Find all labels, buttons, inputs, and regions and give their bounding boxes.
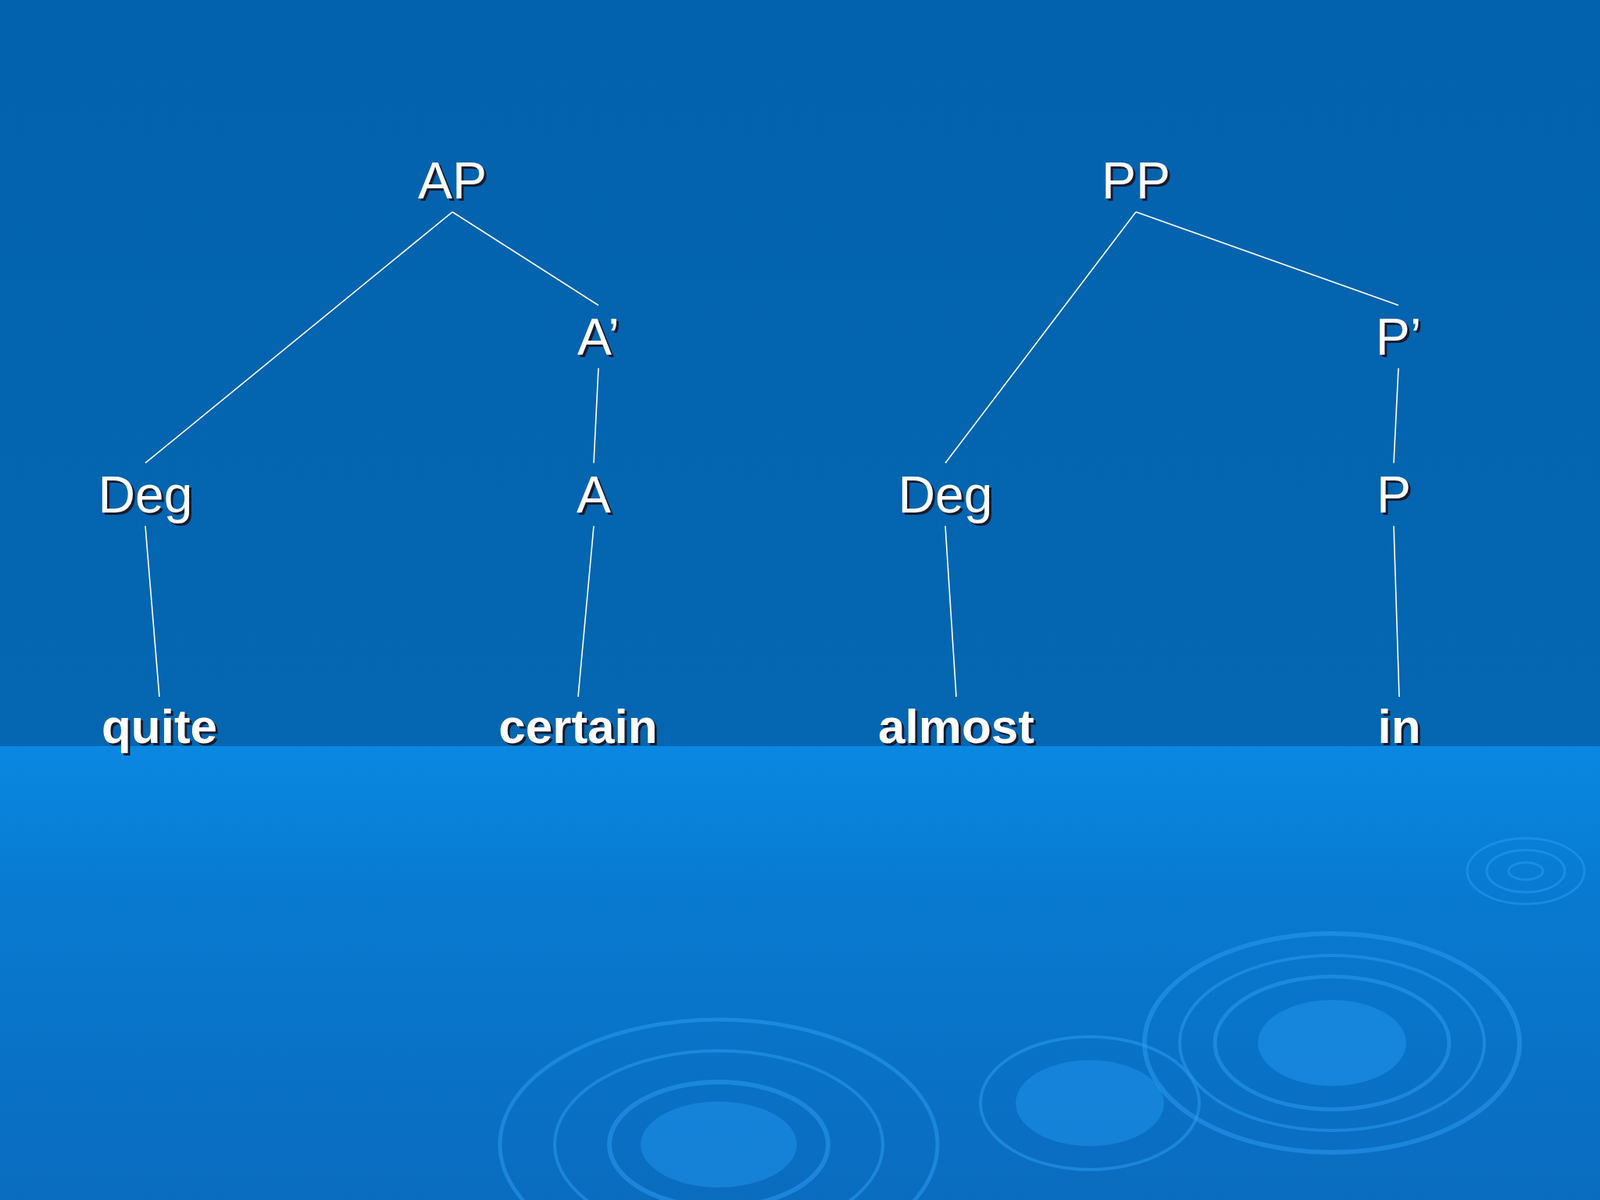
category-label: Deg <box>92 464 197 525</box>
lower-band <box>0 746 1600 1200</box>
terminal-word: certain <box>493 698 662 755</box>
word-text: quite <box>101 700 218 754</box>
node-label: Deg <box>897 466 993 524</box>
node-label: A’ <box>577 308 620 366</box>
tree-branch <box>945 211 1136 463</box>
category-label: Deg <box>892 464 997 525</box>
category-label: P’ <box>1371 307 1427 368</box>
category-label: AP <box>413 150 492 211</box>
node-label: A <box>576 466 611 524</box>
tree-branch <box>1393 367 1399 463</box>
terminal-word: in <box>1372 698 1425 755</box>
word-text: certain <box>498 700 658 754</box>
node-label: AP <box>417 152 487 210</box>
tree-branch <box>578 525 594 697</box>
node-label: PP <box>1101 152 1171 210</box>
tree-branch <box>145 525 160 697</box>
node-label: P <box>1376 466 1411 524</box>
node-label: Deg <box>97 466 193 524</box>
tree-branch <box>593 367 599 463</box>
category-label: P <box>1371 464 1416 525</box>
tree-branch <box>945 525 957 697</box>
terminal-word: quite <box>96 698 222 755</box>
tree-branch <box>1393 525 1400 697</box>
tree-branch <box>452 211 599 305</box>
word-text: almost <box>878 700 1035 754</box>
category-label: A <box>571 464 616 525</box>
category-label: PP <box>1096 150 1175 211</box>
word-text: in <box>1377 700 1421 754</box>
tree-branch <box>1135 211 1399 305</box>
node-label: P’ <box>1375 308 1422 366</box>
terminal-word: almost <box>873 698 1040 755</box>
tree-branch <box>145 211 453 463</box>
category-label: A’ <box>572 307 625 368</box>
